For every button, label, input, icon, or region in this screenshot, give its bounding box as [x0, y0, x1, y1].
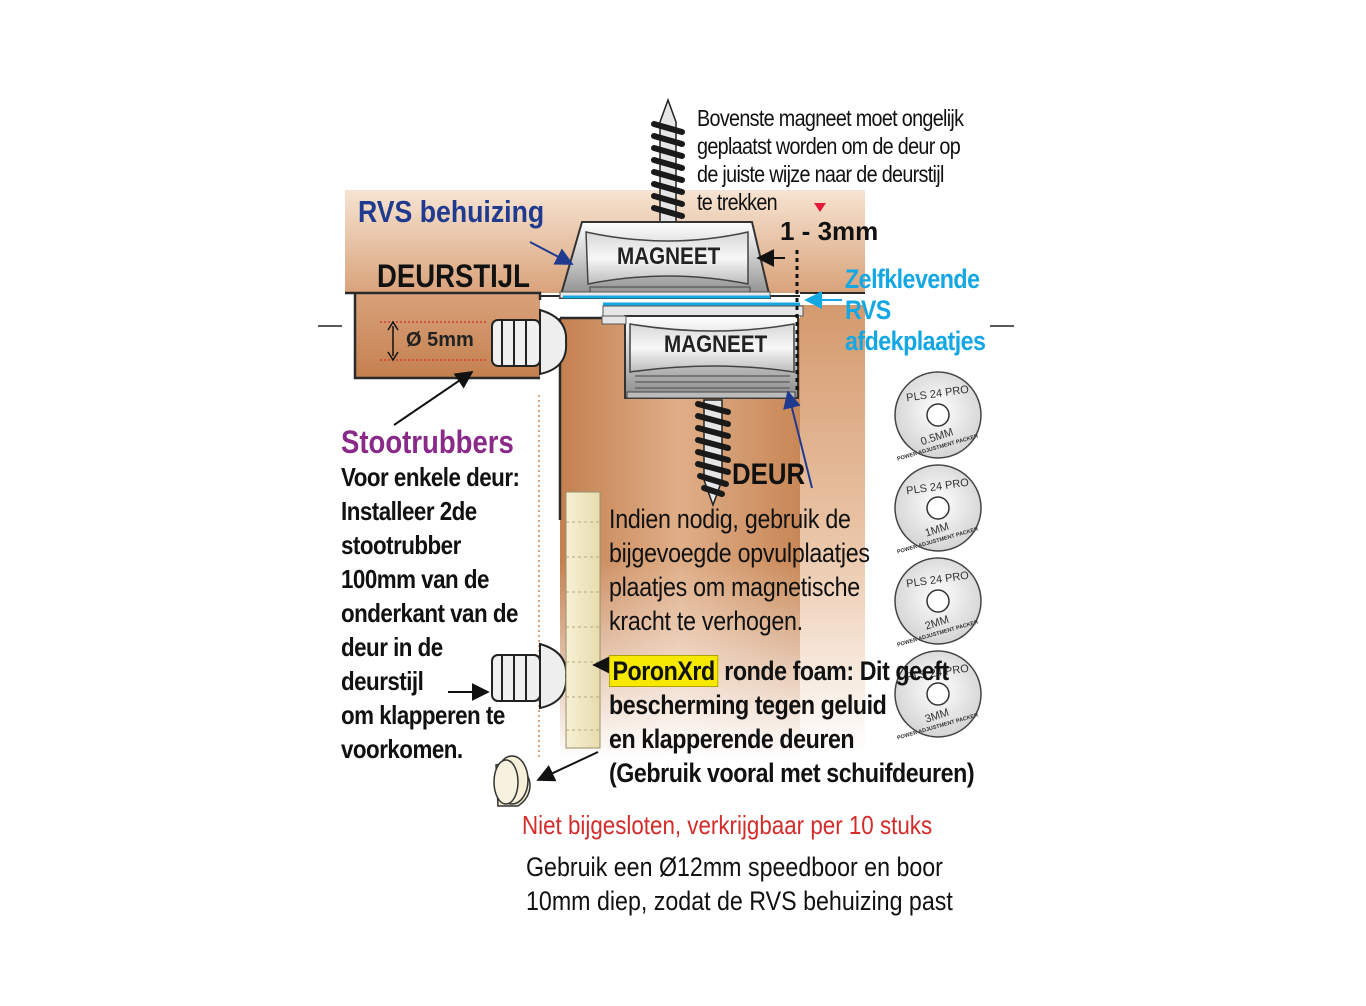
- packer-arrow: [783, 390, 813, 489]
- cover-plates-line: Zelfklevende: [845, 264, 980, 294]
- stootrubbers-line: voorkomen.: [341, 734, 463, 764]
- top-note-line: geplaatst worden om de deur op: [697, 133, 961, 159]
- packer-note-line: plaatjes om magnetische: [609, 572, 860, 602]
- top-note-line: te trekken: [697, 189, 778, 215]
- stootrubbers-line: deur in de: [341, 632, 443, 662]
- poron-note: PoronXrd ronde foam: Dit geeft beschermi…: [609, 654, 975, 790]
- stootrubbers-line: 100mm van de: [341, 564, 489, 594]
- cover-plates-line: RVS: [845, 295, 891, 325]
- rvs-behuizing-label: RVS behuizing: [358, 194, 545, 229]
- top-note: Bovenste magneet moet ongelijk geplaatst…: [697, 104, 964, 216]
- stoot-arrow-top: [393, 370, 474, 426]
- bottom-magnet-graphic: [601, 302, 804, 399]
- stootrubbers-title: Stootrubbers: [341, 424, 514, 460]
- deurstijl-label: DEURSTIJL: [377, 258, 530, 294]
- poron-arrow-cylinder: [536, 751, 599, 782]
- stootrubbers-line: stootrubber: [341, 530, 461, 560]
- top-note-line: Bovenste magneet moet ongelijk: [697, 105, 964, 131]
- stootrubbers-line: onderkant van de: [341, 598, 518, 628]
- stootrubbers-line: deurstijl: [341, 666, 424, 696]
- packer-note-line: kracht te verhogen.: [609, 606, 803, 636]
- frame-right-block: [800, 305, 865, 755]
- top-note-line: de juiste wijze naar de deurstijl: [697, 161, 944, 187]
- packer-note: Indien nodig, gebruik de bijgevoegde opv…: [609, 502, 870, 638]
- bottom-screw: [695, 399, 731, 508]
- packer-note-line: Indien nodig, gebruik de: [609, 504, 851, 534]
- not-included-label: Niet bijgesloten, verkrijgbaar per 10 st…: [522, 810, 933, 840]
- poron-line: en klapperende deuren: [609, 724, 855, 754]
- poron-tag: PoronXrd: [609, 655, 719, 687]
- stootrubbers-line: Installeer 2de: [341, 496, 477, 526]
- magnet-bottom-label: MAGNEET: [664, 331, 768, 358]
- rvs-arrow: [529, 241, 574, 265]
- drill-note: Gebruik een Ø12mm speedboor en boor 10mm…: [526, 850, 953, 918]
- stootrubbers-body: Voor enkele deur: Installeer 2de stootru…: [341, 460, 520, 766]
- magnet-top-label: MAGNEET: [617, 243, 721, 270]
- packer-note-line: bijgevoegde opvulplaatjes: [609, 538, 870, 568]
- packer-strip: [565, 491, 601, 749]
- gap-label: 1 - 3mm: [780, 216, 879, 246]
- stootrubbers-line: Voor enkele deur:: [341, 462, 520, 492]
- top-screw: [651, 97, 685, 223]
- poron-first-line: PoronXrd ronde foam: Dit geeft: [609, 654, 974, 688]
- stootrubbers-line: om klapperen te: [341, 700, 505, 730]
- poron-line: bescherming tegen geluid: [609, 690, 887, 720]
- cover-plates-label: Zelfklevende RVS afdekplaatjes: [845, 264, 986, 357]
- diameter-label: Ø 5mm: [406, 329, 474, 351]
- poron-foam-graphic: [493, 755, 531, 807]
- poron-line: (Gebruik vooral met schuifdeuren): [609, 758, 975, 788]
- cover-plates-line: afdekplaatjes: [845, 326, 986, 356]
- top-magnet-graphic: [558, 221, 772, 299]
- drill-note-line: Gebruik een Ø12mm speedboor en boor: [526, 852, 943, 882]
- poron-first-rest: ronde foam: Dit geeft: [718, 656, 949, 686]
- deur-label: DEUR: [732, 458, 806, 491]
- bumper-top: [491, 308, 568, 376]
- drill-note-line: 10mm diep, zodat de RVS behuizing past: [526, 886, 953, 916]
